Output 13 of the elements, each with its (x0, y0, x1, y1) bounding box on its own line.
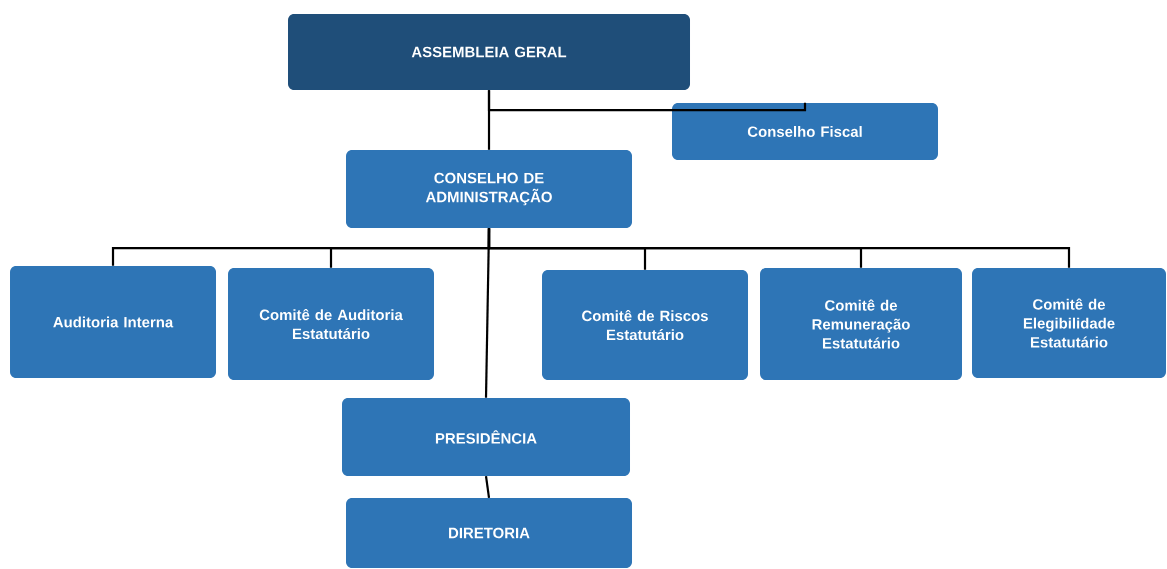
org-box: PRESIDÊNCIA (342, 398, 630, 476)
connector-line (484, 476, 491, 498)
org-box: Conselho Fiscal (672, 103, 938, 160)
org-box: Auditoria Interna (10, 266, 216, 378)
org-box: Comitê de Remuneração Estatutário (760, 268, 962, 380)
org-box: Comitê de Riscos Estatutário (542, 270, 748, 380)
connector-line (487, 90, 491, 150)
org-box: ASSEMBLEIA GERAL (288, 14, 690, 90)
org-box: Comitê de Auditoria Estatutário (228, 268, 434, 380)
org-box: CONSELHO DE ADMINISTRAÇÃO (346, 150, 632, 228)
org-box: DIRETORIA (346, 498, 632, 568)
connector-line (484, 228, 491, 398)
org-box: Comitê de Elegibilidade Estatutário (972, 268, 1166, 378)
